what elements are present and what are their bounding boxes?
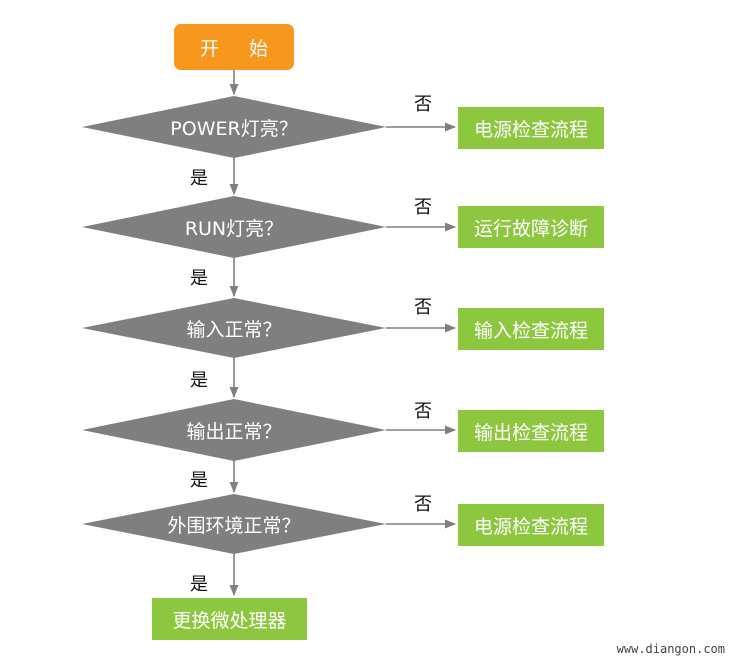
- no-label-3: 否: [414, 297, 432, 318]
- action-label-3: 输入检查流程: [473, 319, 588, 342]
- decision-question-4: 输出正常？: [186, 420, 282, 443]
- action-box-2: [458, 206, 604, 248]
- action-label-2: 运行故障诊断: [473, 217, 588, 240]
- decision-question-5: 外围环境正常？: [167, 514, 301, 537]
- decision-question-2: RUN灯亮？: [184, 217, 284, 240]
- watermark: www.diangon.com: [616, 642, 725, 656]
- action-label-5: 电源检查流程: [473, 515, 588, 538]
- decision-diamond-3: [82, 298, 386, 358]
- decision-diamond-1: [82, 96, 386, 158]
- action-box-5: [458, 504, 604, 546]
- decision-question-3: 输入正常？: [186, 318, 282, 341]
- decision-question-1: POWER灯亮？: [170, 117, 298, 140]
- action-label-4: 输出检查流程: [473, 421, 588, 444]
- yes-label-4: 是: [190, 470, 208, 491]
- action-label-1: 电源检查流程: [473, 118, 588, 141]
- yes-label-2: 是: [190, 268, 208, 289]
- decision-diamond-4: [82, 399, 386, 461]
- action-box-4: [458, 410, 604, 452]
- no-label-4: 否: [414, 401, 432, 422]
- start-node: [174, 24, 294, 70]
- action-box-1: [458, 107, 604, 149]
- decision-diamond-2: [82, 196, 386, 258]
- no-label-5: 否: [414, 494, 432, 515]
- action-box-3: [458, 308, 604, 350]
- no-label-1: 否: [414, 94, 432, 115]
- end-label: 更换微处理器: [172, 609, 287, 632]
- no-label-2: 否: [414, 197, 432, 218]
- end-node: [152, 598, 307, 640]
- yes-label-3: 是: [190, 370, 208, 391]
- start-label: 开 始: [199, 37, 281, 60]
- decision-diamond-5: [82, 494, 386, 554]
- yes-label-5: 是: [190, 574, 208, 595]
- yes-label-1: 是: [190, 168, 208, 189]
